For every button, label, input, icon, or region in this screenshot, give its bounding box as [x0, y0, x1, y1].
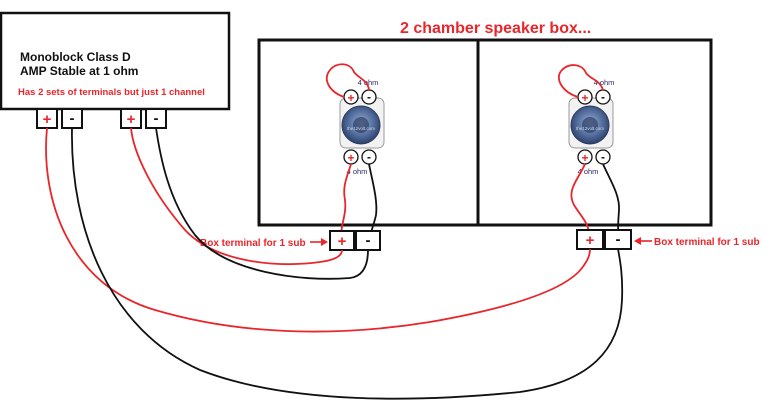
wire-amp2-minus-to-box1-minus [155, 127, 369, 280]
amp-terminal-2-minus: - [154, 110, 159, 127]
wire-amp1-minus-to-box2-minus [71, 127, 624, 400]
subwoofer-1-ohm-bottom: 4 ohm [347, 167, 368, 176]
wire-amp1-plus-to-box2-plus [45, 127, 591, 333]
box-terminal-1-plus: + [338, 233, 347, 250]
box-terminal-2-plus: + [586, 232, 595, 249]
sub-2-internal-positive-wire [570, 163, 590, 234]
subwoofer-1-top-minus: - [367, 90, 371, 104]
subwoofer-2-ohm-top: 4 ohm [594, 78, 615, 87]
box-terminal-2-callout: Box terminal for 1 sub [654, 237, 760, 248]
subwoofer-2-top-minus: - [601, 90, 605, 104]
amp-terminal-set-2: + - [120, 108, 167, 129]
subwoofer-1-brand: the12volt.com [347, 126, 375, 131]
amp-terminal-2-plus: + [127, 111, 136, 128]
subwoofer-2-bottom-minus: - [601, 150, 605, 164]
wire-amp2-plus-to-box1-plus [130, 127, 343, 265]
subwoofer-1-bottom-minus: - [367, 150, 371, 164]
amp-terminal-1-plus: + [43, 111, 52, 128]
box-terminal-2: + - [576, 229, 632, 250]
amp-title-line1: Monoblock Class D [20, 50, 131, 64]
amp-title-line2: AMP Stable at 1 ohm [20, 64, 138, 78]
amplifier: Monoblock Class D AMP Stable at 1 ohm Ha… [0, 11, 231, 111]
box-terminal-1-arrow [310, 238, 328, 246]
box-terminal-1: + - [329, 230, 381, 251]
diagram-title: 2 chamber speaker box... [400, 20, 591, 37]
subwoofer-2-brand: the12volt.com [576, 126, 604, 131]
sub-2-jumper-wire [557, 64, 604, 98]
amp-terminal-set-1: + - [36, 108, 83, 129]
speaker-box [257, 38, 713, 227]
sub-1-internal-positive-wire [340, 163, 352, 241]
subwoofer-1-ohm-top: 4 ohm [358, 78, 379, 87]
subwoofer-2: the12volt.com 4 ohm 4 ohm + - + - [568, 78, 615, 176]
sub-2-internal-negative-wire [602, 163, 620, 234]
box-terminal-1-minus: - [366, 232, 371, 249]
box-terminal-1-callout: Box terminal for 1 sub [200, 238, 306, 249]
box-terminal-2-minus: - [616, 231, 621, 248]
subwoofer-1-top-plus: + [347, 91, 354, 105]
subwoofer-1-bottom-plus: + [347, 151, 354, 165]
subwoofer-2-top-plus: + [581, 91, 588, 105]
subwoofer-2-ohm-bottom: 4 ohm [578, 167, 599, 176]
amp-terminal-1-minus: - [70, 110, 75, 127]
sub-1-jumper-wire [325, 63, 370, 98]
subwoofer-2-bottom-plus: + [581, 151, 588, 165]
box-terminal-2-arrow [634, 237, 652, 245]
amp-note: Has 2 sets of terminals but just 1 chann… [18, 87, 205, 98]
